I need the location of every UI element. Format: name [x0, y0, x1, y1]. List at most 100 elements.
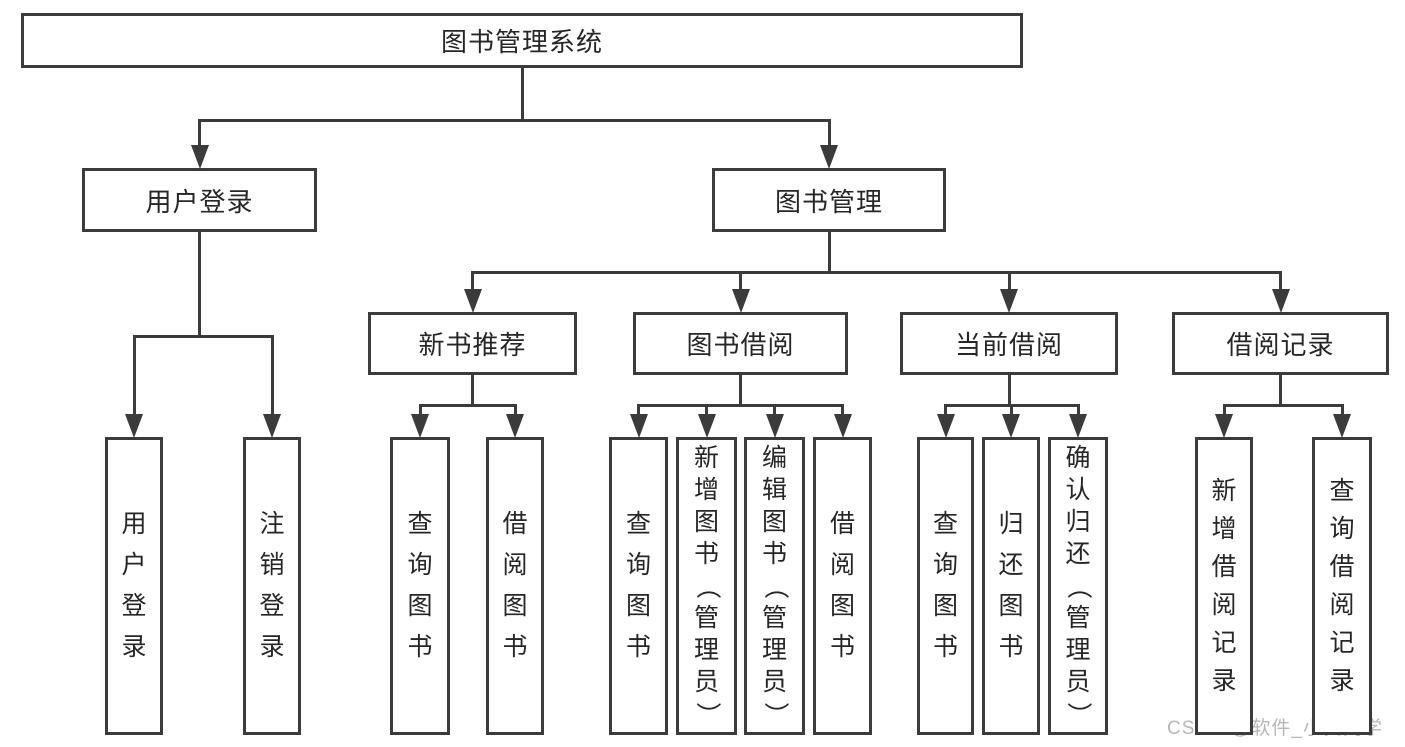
connector-line — [1007, 272, 1011, 291]
connector-line — [471, 375, 474, 407]
glyph: 辑 — [761, 475, 787, 504]
glyph: 书 — [932, 633, 958, 661]
glyph: 注 — [259, 510, 285, 538]
glyph: 记 — [1329, 628, 1355, 657]
node-bb-add-books-admin: 新增图书（管理员） — [676, 437, 737, 735]
connector-line — [198, 120, 201, 147]
glyph: 登 — [121, 592, 147, 620]
glyph: 管 — [761, 603, 787, 632]
connector-line — [132, 334, 274, 338]
connector-line — [739, 272, 742, 291]
glyph: 阅 — [502, 551, 528, 579]
glyph: 询 — [1329, 514, 1355, 543]
connector-line — [198, 232, 201, 338]
glyph: 理 — [761, 635, 787, 664]
connector-arrowhead-icon — [1069, 414, 1087, 438]
glyph: ） — [761, 701, 789, 727]
connector-arrowhead-icon — [1000, 289, 1018, 313]
connector-line — [705, 405, 708, 416]
glyph: 书 — [693, 539, 719, 568]
connector-line — [1007, 375, 1011, 407]
node-label: 当前借阅 — [954, 330, 1063, 360]
connector-line — [1009, 405, 1013, 416]
glyph: 图 — [625, 592, 651, 620]
connector-line — [739, 375, 742, 407]
glyph: 员 — [1065, 667, 1091, 696]
node-label: 查询借阅记录 — [1328, 476, 1356, 695]
connector-line — [1222, 405, 1226, 416]
connector-line — [418, 403, 517, 407]
glyph: 阅 — [1329, 590, 1355, 619]
connector-arrowhead-icon — [629, 414, 648, 438]
glyph: 员 — [761, 667, 787, 696]
node-label: 确认归还（管理员） — [1064, 444, 1093, 728]
node-br-add-record: 新增借阅记录 — [1195, 437, 1253, 735]
glyph: 员 — [693, 667, 719, 696]
connector-arrowhead-icon — [765, 414, 784, 438]
glyph: （ — [693, 573, 721, 599]
node-user-login-leaf: 用户登录 — [105, 437, 163, 735]
node-cb-return-books: 归还图书 — [982, 437, 1040, 735]
node-label: 用户登录 — [145, 186, 254, 217]
glyph: 书 — [761, 539, 787, 568]
connector-line — [132, 336, 136, 416]
glyph: 管 — [1065, 603, 1091, 632]
glyph: 认 — [1065, 475, 1091, 504]
glyph: 记 — [1211, 628, 1237, 657]
node-label: 编辑图书（管理员） — [761, 443, 789, 728]
node-current-borrowing: 当前借阅 — [900, 312, 1118, 375]
connector-arrowhead-icon — [1002, 414, 1020, 438]
node-bb-edit-books-admin: 编辑图书（管理员） — [744, 437, 805, 735]
node-book-management: 图书管理 — [712, 168, 946, 232]
glyph: 询 — [407, 551, 433, 579]
glyph: 查 — [407, 510, 433, 538]
connector-line — [827, 120, 831, 147]
glyph: 借 — [502, 510, 528, 538]
glyph: 户 — [121, 551, 147, 579]
node-label: 图书借阅 — [686, 330, 795, 360]
glyph: 书 — [407, 633, 433, 661]
node-label: 图书管理 — [774, 186, 883, 217]
glyph: 图 — [693, 507, 719, 536]
glyph: 阅 — [1211, 590, 1237, 619]
connector-arrowhead-icon — [936, 414, 955, 438]
node-new-book-recommend: 新书推荐 — [368, 312, 577, 375]
node-cb-confirm-return-admin: 确认归还（管理员） — [1048, 437, 1108, 735]
glyph: 阅 — [829, 551, 855, 579]
node-label: 用户登录 — [120, 511, 148, 661]
node-label: 注销登录 — [258, 511, 286, 661]
glyph: 书 — [829, 633, 855, 661]
glyph: 图 — [829, 592, 855, 620]
glyph: （ — [761, 573, 789, 599]
connector-arrowhead-icon — [1333, 414, 1351, 438]
glyph: 编 — [761, 443, 787, 472]
glyph: 用 — [121, 510, 147, 538]
glyph: 图 — [998, 592, 1024, 620]
connector-arrowhead-icon — [833, 414, 852, 438]
connector-line — [418, 405, 422, 416]
glyph: 书 — [502, 633, 528, 661]
connector-arrowhead-icon — [1215, 414, 1233, 438]
glyph: 增 — [693, 475, 719, 504]
glyph: 借 — [1329, 552, 1355, 581]
glyph: 新 — [1211, 476, 1237, 505]
glyph: 查 — [1329, 476, 1355, 505]
node-rec-borrow-books: 借阅图书 — [486, 437, 544, 735]
connector-arrowhead-icon — [506, 414, 524, 438]
connector-line — [1076, 405, 1080, 416]
connector-line — [773, 405, 776, 416]
node-label: 新增图书（管理员） — [693, 444, 721, 728]
glyph: 归 — [998, 510, 1024, 538]
glyph: 书 — [625, 633, 651, 661]
connector-line — [471, 272, 474, 291]
glyph: 图 — [407, 592, 433, 620]
connector-line — [827, 232, 831, 274]
connector-line — [1222, 403, 1344, 407]
connector-arrowhead-icon — [190, 145, 209, 169]
glyph: 录 — [1329, 666, 1355, 695]
glyph: ） — [1064, 701, 1093, 727]
glyph: 图 — [502, 592, 528, 620]
connector-line — [1340, 405, 1344, 416]
glyph: 归 — [1065, 507, 1091, 536]
node-label: 借阅记录 — [1226, 330, 1335, 360]
